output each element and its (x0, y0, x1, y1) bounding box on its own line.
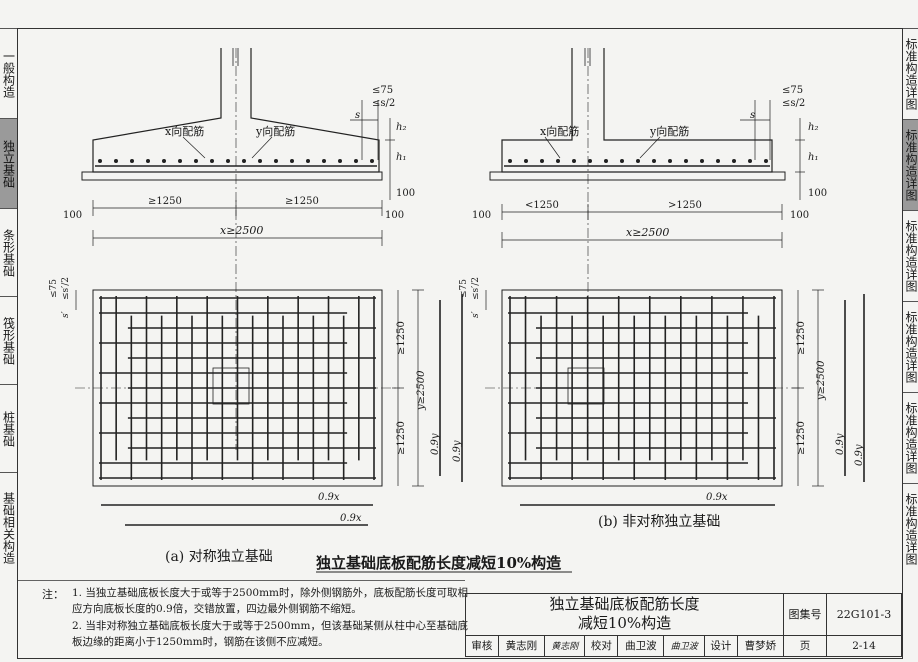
drawing-frame (17, 28, 903, 659)
right-tab-5[interactable]: 标准构造详图 (903, 392, 918, 483)
tab-pile-foundation[interactable]: 桩基础 (0, 384, 17, 472)
main-figure-title: 独立基础底板配筋长度减短10%构造 (316, 554, 561, 572)
tab-general[interactable]: 一般构造 (0, 28, 17, 118)
fig-a-100-left: 100 (63, 210, 82, 221)
fig-b-leaders (501, 100, 805, 248)
fig-a-h1: h₁ (396, 152, 406, 163)
fig-a-plan-dims (75, 289, 463, 526)
fig-b-half-left: <1250 (525, 200, 559, 211)
fig-b-plan-dims (485, 289, 865, 506)
fig-b-le75: ≤75 (782, 85, 803, 96)
fig-a-plan (75, 289, 400, 487)
fig-a-100-right: 100 (396, 188, 415, 199)
fig-b-niney-2: 0.9y (854, 444, 865, 466)
fig-a-niney-1: 0.9y (430, 433, 441, 455)
fig-b-100-left: 100 (472, 210, 491, 221)
right-tab-4[interactable]: 标准构造详图 (903, 301, 918, 392)
fig-a-les2: ≤s/2 (372, 98, 395, 109)
page-number: 2-14 (826, 634, 902, 658)
notes-label: 注： (42, 588, 64, 601)
review-label: 审核 (465, 634, 499, 658)
fig-b-plan-s: s′ (471, 311, 481, 318)
fig-b-s: s (750, 110, 755, 121)
fig-a-y-top: ≥1250 (396, 321, 407, 355)
title-block-table: 独立基础底板配筋长度 减短10%构造 图集号 22G101-3 审核 黄志刚 黄… (465, 593, 902, 658)
fig-a-100-end: 100 (385, 210, 404, 221)
fig-a-leaders (92, 100, 395, 246)
fig-b-plan (485, 289, 800, 487)
fig-b-y-top: ≥1250 (796, 321, 807, 355)
fig-b-x-total: x≥2500 (626, 226, 669, 239)
atlas-number: 22G101-3 (826, 593, 902, 636)
left-chapter-tabs: 一般构造 独立基础 条形基础 筏形基础 桩基础 基础相关构造 (0, 28, 17, 582)
tab-strip-foundation[interactable]: 条形基础 (0, 208, 17, 296)
fig-a-y-bottom: ≥1250 (396, 421, 407, 455)
title-block-title: 独立基础底板配筋长度 减短10%构造 (465, 593, 784, 636)
fig-b-y-total: y≥2500 (816, 360, 827, 401)
fig-a-half-right: ≥1250 (285, 196, 319, 207)
tab-isolated-foundation[interactable]: 独立基础 (0, 118, 17, 208)
fig-b-plan-le75: ≤75 (459, 279, 469, 298)
fig-a-bar-dots (98, 159, 374, 163)
fig-b-h2: h₂ (808, 122, 818, 133)
fig-a-half-left: ≥1250 (148, 196, 182, 207)
fig-a-plan-le75: ≤75 (49, 279, 59, 298)
fig-a-ninex-2: 0.9x (340, 513, 362, 524)
fig-b-section (489, 48, 786, 450)
review-name: 黄志刚 (497, 634, 546, 658)
fig-a-x-bar-label: x向配筋 (165, 124, 204, 138)
fig-b-y-bar-label: y向配筋 (649, 124, 689, 138)
right-section-tabs: 标准构造详图 标准构造详图 标准构造详图 标准构造详图 标准构造详图 标准构造详… (903, 28, 918, 573)
fig-a-s: s (355, 110, 360, 121)
fig-a-y-total: y≥2500 (416, 370, 427, 411)
tab-related-construction[interactable]: 基础相关构造 (0, 472, 17, 582)
fig-b-100-end: 100 (790, 210, 809, 221)
right-tab-3[interactable]: 标准构造详图 (903, 210, 918, 301)
right-tab-1[interactable]: 标准构造详图 (903, 28, 918, 119)
fig-b-caption: (b) 非对称独立基础 (598, 513, 720, 530)
note-2: 2. 当非对称独立基础底板长度大于或等于2500mm，但该基础某侧从柱中心至基础… (72, 620, 468, 648)
right-tab-2[interactable]: 标准构造详图 (903, 119, 918, 210)
fig-b-niney-1: 0.9y (835, 433, 846, 455)
title-line-1: 独立基础底板配筋长度 (549, 595, 700, 614)
design-label: 设计 (703, 634, 738, 658)
fig-a-x-total: x≥2500 (220, 224, 263, 237)
check-signature: 曲卫波 (663, 634, 705, 658)
fig-a-plan-s: s′ (61, 311, 71, 318)
fig-a-section (81, 48, 383, 450)
right-tab-6[interactable]: 标准构造详图 (903, 483, 918, 573)
design-name: 曹梦娇 (736, 634, 785, 658)
check-name: 曲卫波 (617, 634, 665, 658)
fig-b-half-right: >1250 (668, 200, 702, 211)
atlas-label: 图集号 (783, 593, 827, 636)
fig-a-h2: h₂ (396, 122, 406, 133)
fig-b-y-bottom: ≥1250 (796, 421, 807, 455)
page-label: 页 (783, 634, 827, 658)
fig-a-le75: ≤75 (372, 85, 393, 96)
fig-a-y-bar-label: y向配筋 (255, 124, 295, 138)
fig-b-100-right: 100 (808, 188, 827, 199)
fig-b-bar-dots (508, 159, 768, 163)
fig-b-h1: h₁ (808, 152, 818, 163)
fig-b-x-bar-label: x向配筋 (540, 124, 579, 138)
title-line-2: 减短10%构造 (577, 614, 672, 633)
tab-raft-foundation[interactable]: 筏形基础 (0, 296, 17, 384)
note-1: 1. 当独立基础底板长度大于或等于2500mm时，除外侧钢筋外，底板配筋长度可取… (72, 587, 468, 615)
fig-b-plan-les: ≤s′/2 (471, 277, 481, 300)
fig-b-ninex: 0.9x (706, 492, 728, 503)
review-signature: 黄志刚 (543, 634, 586, 658)
check-label: 校对 (584, 634, 619, 658)
fig-a-plan-les: ≤s′/2 (61, 277, 71, 300)
fig-b-les2: ≤s/2 (782, 98, 805, 109)
fig-a-ninex-1: 0.9x (318, 492, 340, 503)
fig-a-caption: (a) 对称独立基础 (165, 548, 273, 565)
fig-a-niney-2: 0.9y (452, 440, 463, 462)
title-block: 独立基础底板配筋长度 减短10%构造 图集号 22G101-3 审核 黄志刚 黄… (465, 593, 902, 658)
